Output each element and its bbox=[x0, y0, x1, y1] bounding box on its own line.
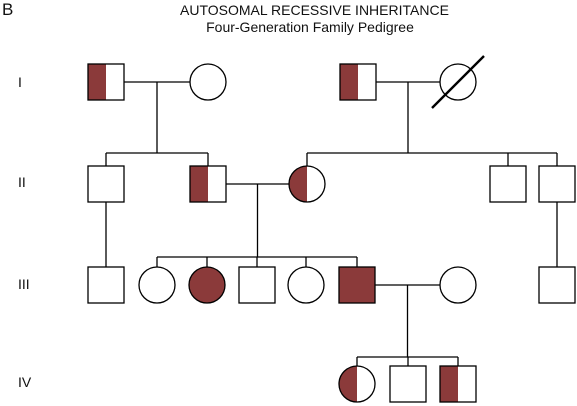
individual-II-5 bbox=[538, 165, 576, 203]
generation-label-2: II bbox=[18, 174, 26, 190]
individual-I-3 bbox=[339, 63, 377, 101]
female-circle bbox=[440, 267, 476, 303]
individual-I-1 bbox=[87, 63, 125, 101]
female-outline bbox=[439, 63, 477, 101]
male-square bbox=[239, 267, 275, 303]
female-outline bbox=[138, 266, 176, 304]
male-outline bbox=[489, 165, 527, 203]
carrier-half-fill bbox=[88, 64, 106, 100]
female-outline bbox=[288, 165, 326, 203]
female-outline bbox=[338, 365, 376, 403]
female-outline bbox=[188, 266, 226, 304]
individual-III-2 bbox=[138, 266, 176, 304]
male-outline bbox=[338, 266, 376, 304]
female-circle bbox=[190, 64, 226, 100]
male-outline bbox=[87, 165, 125, 203]
figure-title: AUTOSOMAL RECESSIVE INHERITANCE bbox=[180, 2, 449, 18]
male-outline bbox=[389, 365, 427, 403]
generation-label-1: I bbox=[18, 74, 22, 90]
male-square bbox=[490, 166, 526, 202]
male-square bbox=[88, 267, 124, 303]
individual-III-6 bbox=[338, 266, 376, 304]
male-outline bbox=[238, 266, 276, 304]
individual-III-1 bbox=[87, 266, 125, 304]
female-circle bbox=[288, 267, 324, 303]
carrier-half-fill bbox=[289, 166, 307, 202]
generation-label-3: III bbox=[18, 276, 30, 292]
individual-III-5 bbox=[287, 266, 325, 304]
female-outline bbox=[287, 266, 325, 304]
individual-III-4 bbox=[238, 266, 276, 304]
affected-fill bbox=[189, 267, 225, 303]
male-outline bbox=[439, 365, 477, 403]
female-outline bbox=[439, 266, 477, 304]
male-outline bbox=[189, 165, 227, 203]
carrier-half-fill bbox=[339, 366, 357, 402]
individual-III-8 bbox=[538, 266, 576, 304]
male-square bbox=[88, 166, 124, 202]
male-outline bbox=[538, 266, 576, 304]
individual-I-4 bbox=[431, 55, 485, 109]
male-square bbox=[539, 267, 575, 303]
figure-subtitle: Four-Generation Family Pedigree bbox=[206, 19, 414, 35]
individual-III-3 bbox=[188, 266, 226, 304]
female-outline bbox=[189, 63, 227, 101]
individual-I-2 bbox=[189, 63, 227, 101]
individual-III-7 bbox=[439, 266, 477, 304]
male-square bbox=[390, 366, 426, 402]
generation-label-4: IV bbox=[18, 374, 32, 390]
individual-IV-2 bbox=[389, 365, 427, 403]
affected-fill bbox=[339, 267, 375, 303]
individual-II-4 bbox=[489, 165, 527, 203]
individual-IV-1 bbox=[338, 365, 376, 403]
individual-IV-3 bbox=[439, 365, 477, 403]
male-outline bbox=[87, 266, 125, 304]
individual-II-3 bbox=[288, 165, 326, 203]
male-outline bbox=[538, 165, 576, 203]
male-outline bbox=[87, 63, 125, 101]
deceased-slash bbox=[431, 55, 485, 109]
individual-II-1 bbox=[87, 165, 125, 203]
individual-II-2 bbox=[189, 165, 227, 203]
carrier-half-fill bbox=[340, 64, 358, 100]
carrier-half-fill bbox=[440, 366, 458, 402]
male-square bbox=[539, 166, 575, 202]
female-circle bbox=[139, 267, 175, 303]
male-outline bbox=[339, 63, 377, 101]
carrier-half-fill bbox=[190, 166, 208, 202]
panel-label: B bbox=[2, 0, 14, 19]
